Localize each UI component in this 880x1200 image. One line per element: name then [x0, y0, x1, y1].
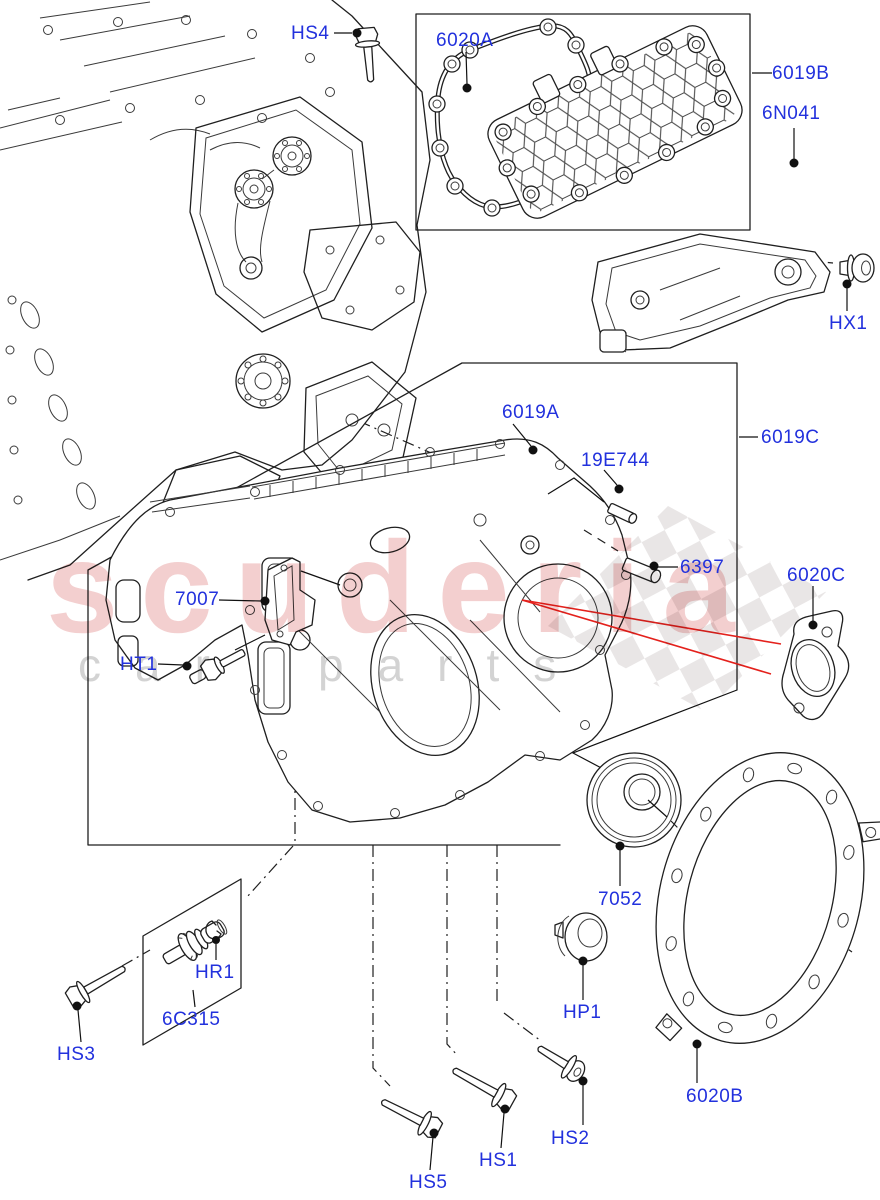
part-label-7052[interactable]: 7052 — [598, 889, 643, 910]
seal-7052-drawing — [571, 689, 738, 848]
plate-7007-drawing — [264, 557, 341, 646]
part-label-hs2[interactable]: HS2 — [551, 1128, 590, 1149]
sensor-ht1-drawing — [189, 634, 266, 685]
bolt-hs4-drawing — [354, 26, 381, 83]
part-label-hs5[interactable]: HS5 — [409, 1172, 448, 1193]
part-label-ht1[interactable]: HT1 — [120, 654, 158, 675]
part-label-6397[interactable]: 6397 — [680, 557, 725, 578]
part-label-6019b[interactable]: 6019B — [772, 63, 830, 84]
plug-hp1-drawing — [554, 912, 608, 962]
part-label-hx1[interactable]: HX1 — [829, 313, 868, 334]
sensor-box-6c315 — [142, 878, 242, 1046]
bolt-hs3-drawing — [64, 965, 126, 1008]
part-label-hs4[interactable]: HS4 — [291, 23, 330, 44]
bracket-6n041-drawing — [591, 233, 831, 353]
part-label-19e744[interactable]: 19E744 — [581, 450, 650, 471]
part-label-hs3[interactable]: HS3 — [57, 1044, 96, 1065]
bolt-hs2-drawing — [537, 1045, 586, 1082]
part-label-6n041[interactable]: 6N041 — [762, 103, 821, 124]
part-label-6020c[interactable]: 6020C — [787, 565, 846, 586]
part-label-6019a[interactable]: 6019A — [502, 402, 560, 423]
cover-6019c-drawing — [105, 438, 632, 823]
part-label-6c315[interactable]: 6C315 — [162, 1009, 221, 1030]
part-label-7007[interactable]: 7007 — [175, 589, 220, 610]
part-label-6020b[interactable]: 6020B — [686, 1086, 744, 1107]
cover-6019b-drawing — [487, 25, 743, 219]
top-parts-box — [415, 13, 751, 231]
part-label-hr1[interactable]: HR1 — [195, 962, 235, 983]
part-label-6019c[interactable]: 6019C — [761, 427, 820, 448]
gasket-6020b-drawing — [655, 752, 880, 1044]
part-label-hp1[interactable]: HP1 — [563, 1002, 602, 1023]
engine-illustration — [0, 0, 431, 581]
part-label-6020a[interactable]: 6020A — [436, 30, 494, 51]
sensor-6c315-drawing — [162, 919, 228, 965]
part-label-hs1[interactable]: HS1 — [479, 1150, 518, 1171]
bolt-hx1-drawing — [839, 253, 875, 283]
bolt-hs1-drawing — [452, 1067, 518, 1111]
